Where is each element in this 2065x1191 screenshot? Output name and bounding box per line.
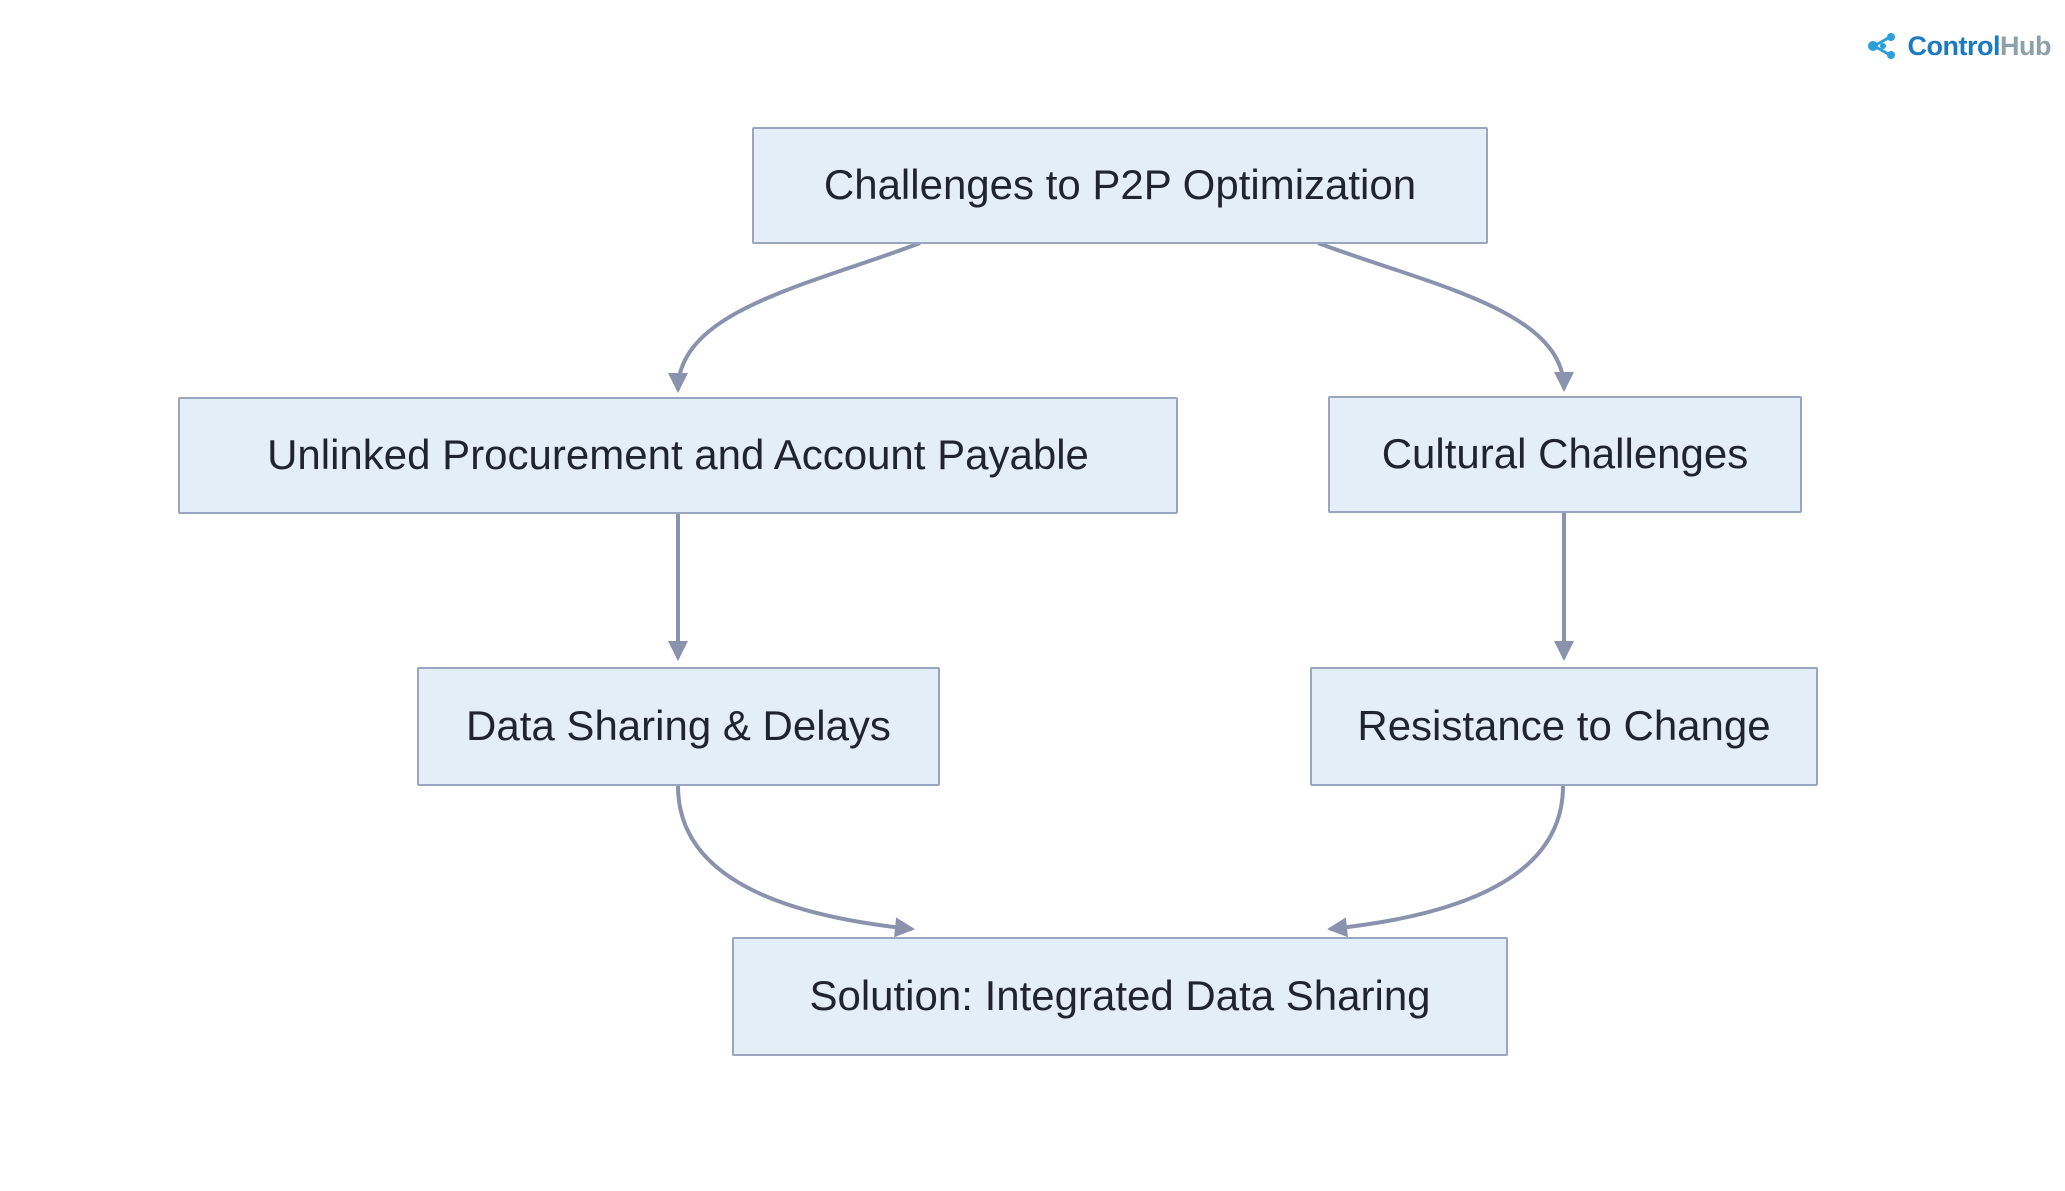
node-data-sharing-and-delays: Data Sharing & Delays: [417, 667, 940, 786]
node-solution-integrated-data-sharing: Solution: Integrated Data Sharing: [732, 937, 1508, 1056]
node-resistance-to-change: Resistance to Change: [1310, 667, 1818, 786]
edge-resistance-to-solution: [1327, 785, 1565, 938]
node-challenges-to-p2p-optimization: Challenges to P2P Optimization: [752, 127, 1488, 244]
brand-name-primary: Control: [1907, 30, 2001, 61]
node-cultural-challenges: Cultural Challenges: [1328, 396, 1802, 513]
brand-logo: ControlHub: [1864, 28, 2051, 64]
brand-name: ControlHub: [1907, 30, 2052, 62]
network-hub-icon: [1867, 33, 1895, 59]
node-unlinked-procurement-and-account-payable: Unlinked Procurement and Account Payable: [178, 397, 1178, 514]
edge-datashare-to-solution: [676, 785, 915, 938]
edge-title-to-cultural: [1317, 241, 1574, 392]
edge-title-to-unlinked: [668, 241, 921, 393]
brand-name-secondary: Hub: [2000, 30, 2051, 61]
